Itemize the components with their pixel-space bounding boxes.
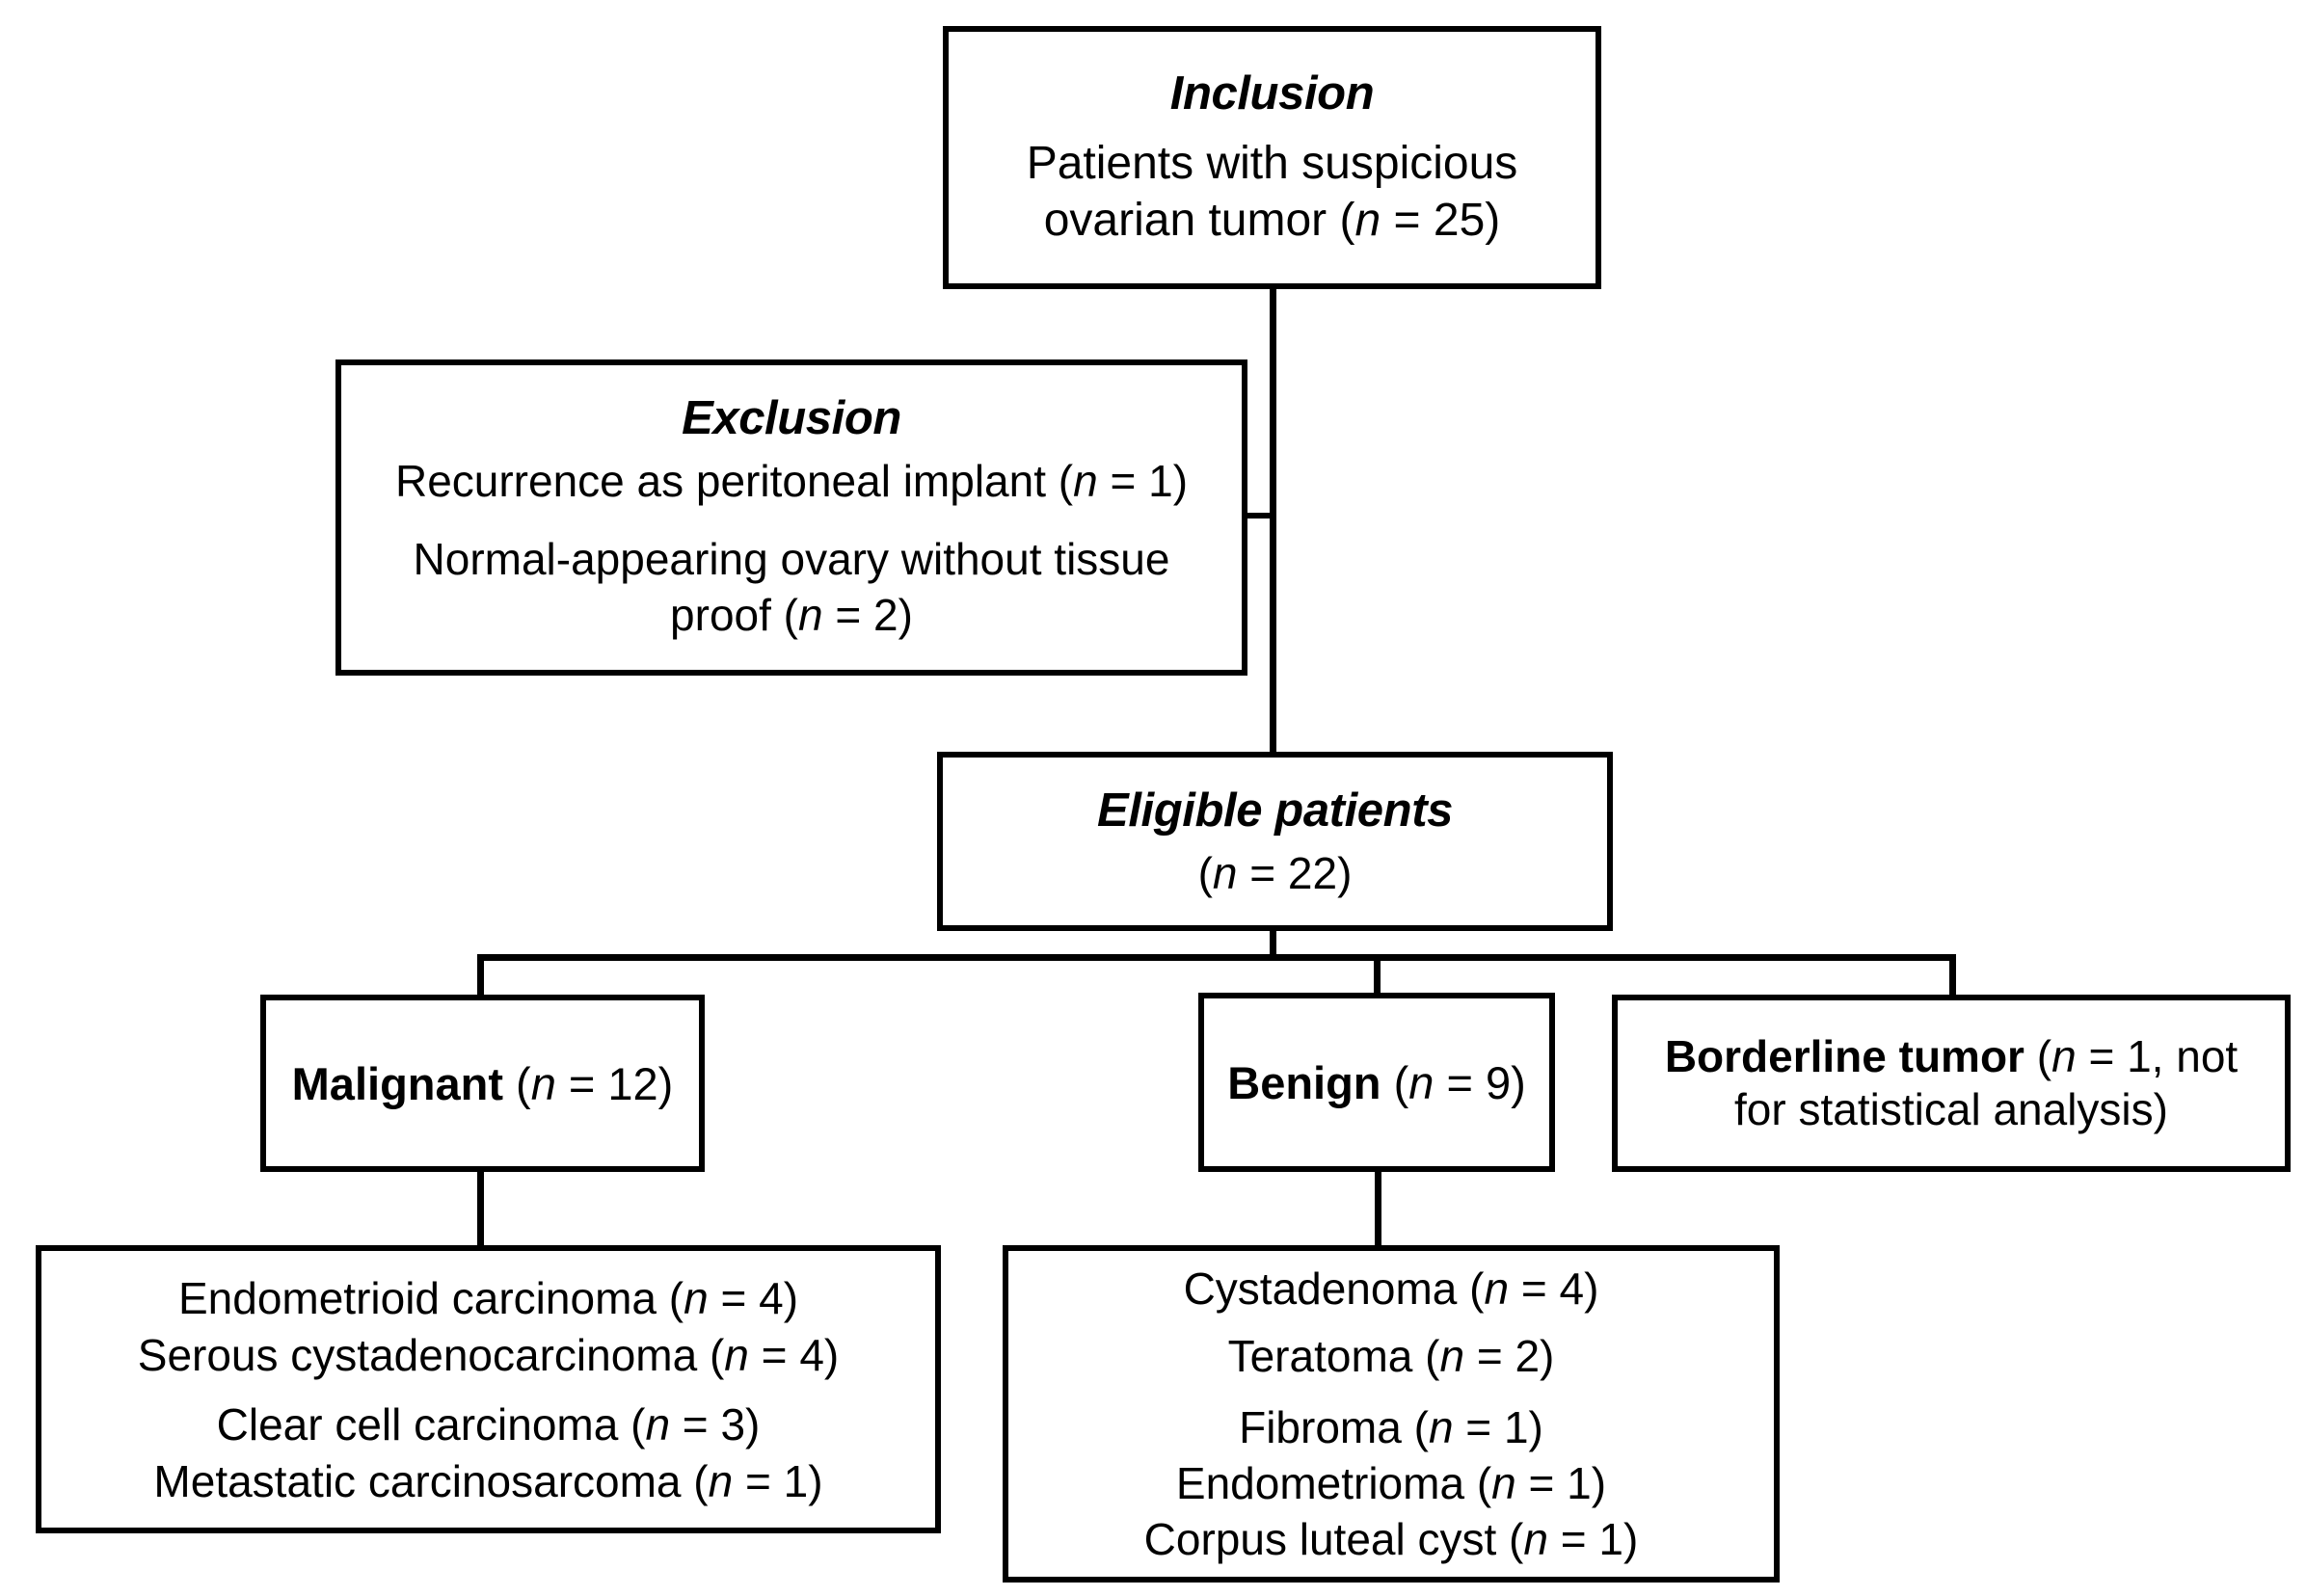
list-item: Corpus luteal cyst (n = 1) bbox=[1143, 1514, 1639, 1564]
node-malignant: Malignant (n = 12) bbox=[260, 995, 705, 1172]
list-item: Fibroma (n = 1) bbox=[1239, 1402, 1543, 1452]
connector-exclusion-stub bbox=[1243, 513, 1274, 519]
connector-drop-borderline bbox=[1949, 954, 1956, 997]
malignant-label: Malignant (n = 12) bbox=[291, 1057, 674, 1109]
list-item: Serous cystadenocarcinoma (n = 4) bbox=[137, 1329, 840, 1380]
benign-label: Benign (n = 9) bbox=[1227, 1056, 1526, 1108]
borderline-label-line-2: for statistical analysis) bbox=[1734, 1084, 2168, 1134]
list-item: Endometrioid carcinoma (n = 4) bbox=[177, 1272, 799, 1323]
inclusion-line-1: Patients with suspicious bbox=[1026, 137, 1518, 189]
list-item: Cystadenoma (n = 4) bbox=[1183, 1264, 1599, 1314]
exclusion-title: Exclusion bbox=[682, 391, 901, 444]
inclusion-line-2: ovarian tumor (n = 25) bbox=[1043, 194, 1501, 246]
list-item: Metastatic carcinosarcoma (n = 1) bbox=[153, 1455, 823, 1506]
inclusion-title: Inclusion bbox=[1169, 66, 1375, 120]
connector-drop-benign bbox=[1374, 954, 1381, 997]
node-borderline-tumor: Borderline tumor (n = 1, not for statist… bbox=[1612, 995, 2291, 1172]
connector-malignant-to-subtypes bbox=[477, 1169, 484, 1247]
node-exclusion: Exclusion Recurrence as peritoneal impla… bbox=[335, 359, 1247, 676]
list-item: Clear cell carcinoma (n = 3) bbox=[216, 1398, 761, 1450]
borderline-label-line-1: Borderline tumor (n = 1, not bbox=[1664, 1030, 2239, 1081]
eligible-count: (n = 22) bbox=[1197, 848, 1353, 898]
list-item: Endometrioma (n = 1) bbox=[1175, 1458, 1607, 1508]
node-inclusion: Inclusion Patients with suspicious ovari… bbox=[943, 26, 1601, 289]
connector-inclusion-to-eligible bbox=[1270, 289, 1276, 754]
exclusion-reason-2-line-1: Normal-appearing ovary without tissue bbox=[413, 533, 1170, 584]
connector-drop-malignant bbox=[477, 954, 484, 997]
connector-eligible-down bbox=[1270, 929, 1276, 960]
connector-branch-bar bbox=[477, 954, 1956, 961]
node-eligible-patients: Eligible patients (n = 22) bbox=[937, 752, 1613, 931]
node-benign: Benign (n = 9) bbox=[1198, 993, 1555, 1172]
eligible-title: Eligible patients bbox=[1097, 785, 1453, 837]
list-item: Teratoma (n = 2) bbox=[1227, 1331, 1555, 1381]
connector-benign-to-subtypes bbox=[1375, 1169, 1381, 1247]
node-benign-subtypes: Cystadenoma (n = 4) Teratoma (n = 2) Fib… bbox=[1003, 1245, 1780, 1583]
exclusion-reason-1: Recurrence as peritoneal implant (n = 1) bbox=[394, 455, 1189, 506]
exclusion-reason-2-line-2: proof (n = 2) bbox=[670, 590, 913, 641]
node-malignant-subtypes: Endometrioid carcinoma (n = 4) Serous cy… bbox=[36, 1245, 941, 1533]
